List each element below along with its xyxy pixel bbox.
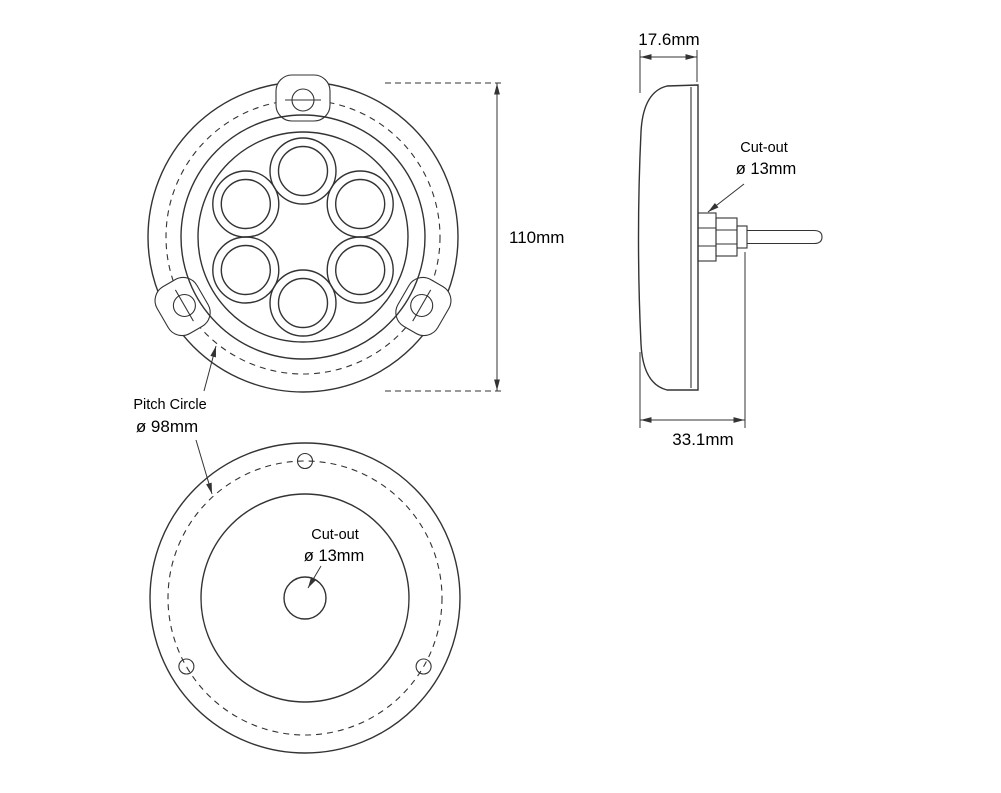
back-view: Cut-out ø 13mm — [149, 442, 461, 754]
back-screw-hole-lower-right — [415, 658, 432, 675]
back-screw-holes — [178, 452, 432, 675]
back-inner-circle — [200, 493, 410, 703]
pitch-leader-arrow-to-back-view — [195, 439, 213, 495]
front-diameter-dimension: 110mm — [385, 82, 564, 392]
front-view — [147, 74, 459, 393]
led-array — [212, 137, 394, 337]
pitch-leader-arrow-to-front-view — [203, 345, 217, 392]
pitch-circle-annotation: Pitch Circle ø 98mm — [133, 345, 217, 495]
front-bezel-circle — [180, 114, 426, 360]
front-mounting-tabs — [154, 74, 452, 337]
side-view: Cut-out ø 13mm 17.6mm 33.1mm — [637, 30, 823, 449]
side-profile-outline — [637, 84, 699, 391]
side-cutout-annotation: Cut-out ø 13mm — [707, 140, 797, 213]
screw-slot-lower-right — [412, 289, 432, 322]
side-depth-dimension: 33.1mm — [639, 252, 746, 449]
led-outer — [212, 170, 280, 238]
screw-slot-lower-left — [174, 289, 194, 322]
screw-hole-lower-left — [172, 293, 196, 318]
gland-nut-large — [697, 212, 717, 262]
cable — [747, 229, 823, 245]
screw-hole-lower-right — [410, 293, 434, 318]
side-width-dimension: 17.6mm — [638, 30, 700, 93]
led-inner — [277, 145, 329, 197]
front-tab-screw-holes — [172, 88, 434, 322]
cable-gland — [697, 212, 823, 262]
pitch-circle-label-line1: Pitch Circle — [133, 397, 206, 413]
led-outer — [212, 236, 280, 304]
led-outer — [269, 269, 337, 337]
mounting-tab-lower-left — [154, 276, 211, 337]
led-inner — [277, 277, 329, 329]
front-pitch-circle-dashed — [165, 99, 441, 375]
led-inner — [220, 244, 272, 296]
gland-nut-small — [715, 217, 738, 257]
led-outer — [326, 170, 394, 238]
led-outer — [326, 236, 394, 304]
front-outer-rim-circle — [147, 81, 459, 393]
side-cutout-label-line2: ø 13mm — [736, 160, 797, 178]
back-screw-hole-top — [296, 452, 314, 470]
back-cutout-annotation: Cut-out ø 13mm — [304, 527, 365, 589]
led-inner — [335, 178, 386, 230]
front-lens-circle — [197, 131, 409, 343]
diameter-110mm-label: 110mm — [509, 228, 564, 247]
side-cutout-label-line1: Cut-out — [740, 140, 788, 156]
back-cutout-label-line1: Cut-out — [311, 527, 359, 543]
depth-33.1mm-label: 33.1mm — [672, 430, 733, 449]
gland-collar — [736, 225, 748, 249]
back-pitch-circle-dashed — [167, 460, 443, 736]
width-17.6mm-label: 17.6mm — [638, 30, 699, 49]
led-outer — [269, 137, 337, 205]
side-cutout-leader-arrow — [707, 183, 745, 213]
mounting-tab-top — [275, 74, 331, 122]
back-cutout-label-line2: ø 13mm — [304, 547, 365, 565]
led-inner — [335, 244, 386, 296]
back-screw-hole-lower-left — [178, 658, 195, 675]
back-outer-rim-circle — [149, 442, 461, 754]
led-inner — [220, 178, 272, 230]
mounting-tab-lower-right — [395, 276, 452, 337]
back-cutout-leader-arrow — [307, 565, 322, 589]
back-cutout-hole — [283, 576, 327, 620]
pitch-circle-label-line2: ø 98mm — [136, 417, 198, 436]
